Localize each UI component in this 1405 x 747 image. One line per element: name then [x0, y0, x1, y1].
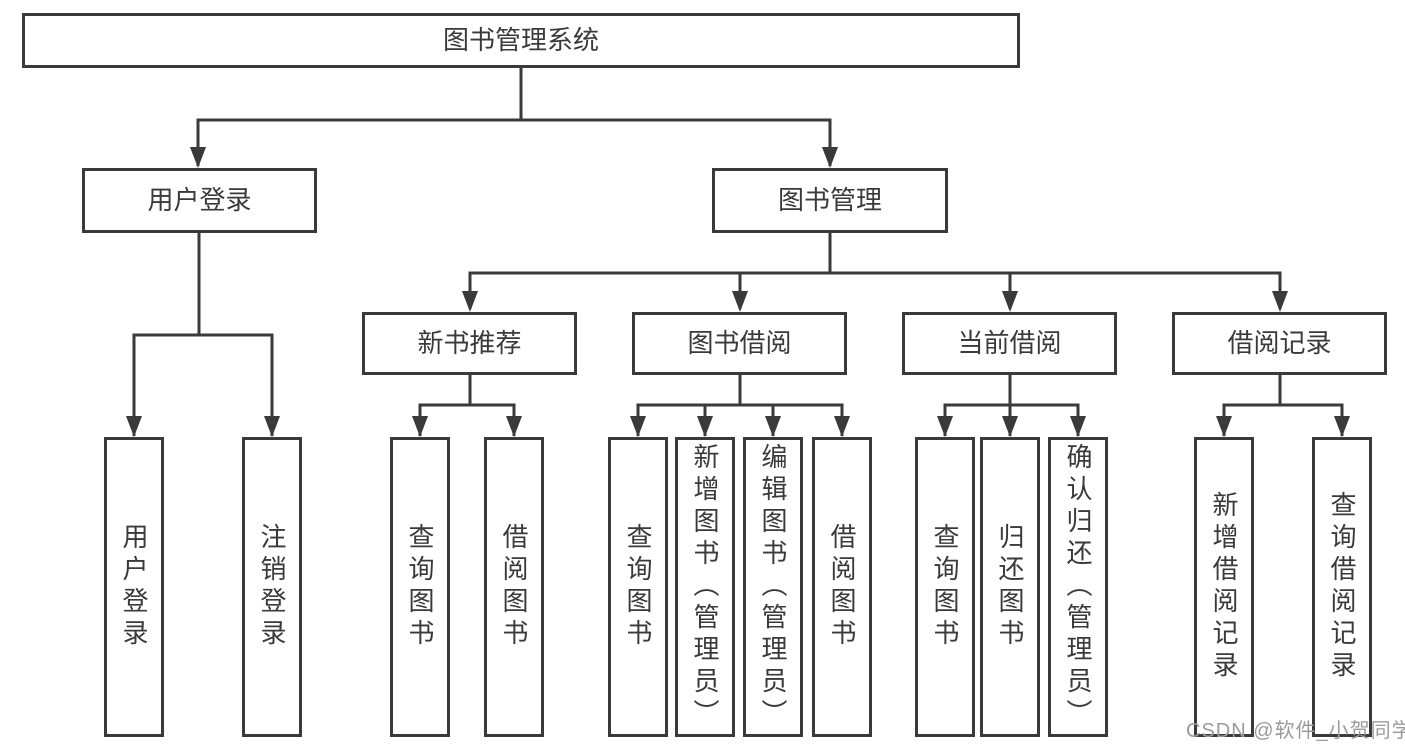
arrowheads [126, 147, 1350, 437]
node-label: 编辑图书（管理员） [758, 443, 788, 731]
leaf-query-books-borrow: 查询图书 [608, 437, 668, 737]
arrow-icon [506, 416, 522, 437]
csdn-watermark: CSDN @软件_小贺同学 [1186, 720, 1405, 742]
arrow-icon [1002, 416, 1018, 437]
leaf-user-login: 用户登录 [104, 437, 164, 737]
leaf-add-books-admin: 新增图书（管理员） [675, 437, 735, 737]
arrow-icon [126, 416, 142, 437]
arrow-icon [1002, 291, 1018, 312]
node-label: 用户登录 [147, 184, 252, 215]
arrow-icon [190, 147, 206, 168]
arrow-icon [1272, 291, 1288, 312]
node-current-borrow: 当前借阅 [902, 312, 1117, 375]
node-label: 新书推荐 [417, 327, 522, 358]
node-label: 查询图书 [405, 523, 435, 651]
arrow-icon [732, 291, 748, 312]
node-label: 新增图书（管理员） [690, 443, 720, 731]
connector-root-branch [196, 118, 832, 166]
connector-borrow-branch [636, 403, 844, 436]
connector-bookmgmt-branch [468, 271, 1282, 309]
arrow-icon [834, 416, 850, 437]
leaf-confirm-return-admin: 确认归还（管理员） [1048, 437, 1108, 737]
node-label: 图书管理 [777, 184, 882, 215]
leaf-logout: 注销登录 [242, 437, 302, 737]
connector-userlogin-branch [132, 333, 274, 436]
arrow-icon [412, 416, 428, 437]
node-label: 查询图书 [930, 523, 960, 651]
leaf-return-books: 归还图书 [980, 437, 1040, 737]
arrow-icon [1216, 416, 1232, 437]
arrow-icon [822, 147, 838, 168]
node-label: 查询图书 [623, 523, 653, 651]
arrow-icon [1334, 416, 1350, 437]
connector-recommend-branch [418, 403, 516, 436]
node-book-management: 图书管理 [712, 168, 948, 233]
leaf-query-books: 查询图书 [390, 437, 450, 737]
node-library-management-system: 图书管理系统 [22, 13, 1020, 68]
arrow-icon [937, 416, 953, 437]
node-label: 图书借阅 [687, 327, 792, 358]
node-label: 归还图书 [995, 523, 1025, 651]
node-label: 查询借阅记录 [1327, 491, 1357, 683]
leaf-borrow-books: 借阅图书 [484, 437, 544, 737]
node-label: 注销登录 [257, 523, 287, 651]
node-label: 借阅记录 [1227, 327, 1332, 358]
node-new-book-recommend: 新书推荐 [362, 312, 577, 375]
leaf-borrow-books-2: 借阅图书 [812, 437, 872, 737]
arrow-icon [264, 416, 280, 437]
node-user-login: 用户登录 [82, 168, 317, 233]
node-label: 借阅图书 [827, 523, 857, 651]
node-label: 借阅图书 [499, 523, 529, 651]
arrow-icon [1070, 416, 1086, 437]
node-borrow-records: 借阅记录 [1172, 312, 1387, 375]
leaf-add-borrow-record: 新增借阅记录 [1194, 437, 1254, 737]
node-book-borrow: 图书借阅 [632, 312, 847, 375]
leaf-query-books-current: 查询图书 [915, 437, 975, 737]
node-label: 新增借阅记录 [1209, 491, 1239, 683]
arrow-icon [697, 416, 713, 437]
connector-records-branch [1222, 403, 1344, 436]
arrow-icon [462, 291, 478, 312]
leaf-query-borrow-record: 查询借阅记录 [1312, 437, 1372, 737]
node-label: 图书管理系统 [442, 24, 599, 55]
arrow-icon [630, 416, 646, 437]
node-label: 用户登录 [119, 523, 149, 651]
arrow-icon [765, 416, 781, 437]
node-label: 确认归还（管理员） [1063, 443, 1093, 731]
leaf-edit-books-admin: 编辑图书（管理员） [743, 437, 803, 737]
node-label: 当前借阅 [957, 327, 1062, 358]
